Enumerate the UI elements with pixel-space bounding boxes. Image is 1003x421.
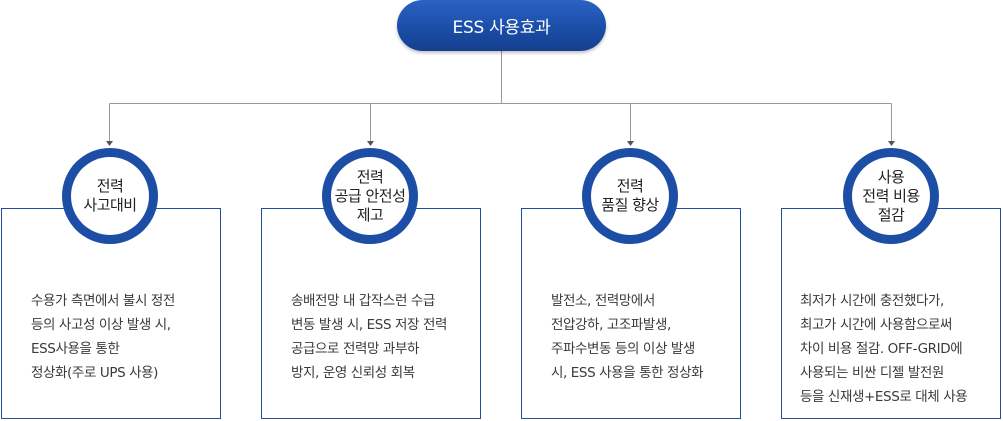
description-line: 변동 발생 시, ESS 저장 전력 <box>291 317 447 333</box>
arrow-head-1 <box>106 141 113 146</box>
heading-line: 공급 안전성 <box>334 186 406 205</box>
effect-heading-3: 전력 품질 향상 <box>591 157 669 235</box>
effect-card-4: 최저가 시간에 충전했다가, 최고가 시간에 사용함으로써 차이 비용 절감. … <box>781 208 1001 419</box>
heading-line: 전력 <box>356 167 384 186</box>
arrow-head-3 <box>627 141 634 146</box>
heading-line: 품질 향상 <box>601 196 659 214</box>
effect-description-1: 수용가 측면에서 불시 정전 등의 사고성 이상 발생 시, ESS사용을 통한… <box>2 289 220 385</box>
description-line: 전압강하, 고조파발생, <box>551 317 671 333</box>
heading-line: 전력 <box>616 177 644 195</box>
heading-line: 사용 <box>877 167 905 186</box>
description-line: 차이 비용 절감. OFF-GRID에 <box>800 341 963 357</box>
description-line: 주파수변동 등의 이상 발생 <box>551 341 695 357</box>
description-line: 공급으로 전력망 과부하 <box>291 341 419 357</box>
effect-description-3: 발전소, 전력망에서 전압강하, 고조파발생, 주파수변동 등의 이상 발생 시… <box>522 289 740 385</box>
heading-line: 사고대비 <box>83 196 137 214</box>
heading-line: 전력 비용 <box>862 186 920 205</box>
effect-heading-2: 전력 공급 안전성 제고 <box>331 157 409 235</box>
description-line: 정상화(주로 UPS 사용) <box>31 365 159 381</box>
effect-description-4: 최저가 시간에 충전했다가, 최고가 시간에 사용함으로써 차이 비용 절감. … <box>782 289 1000 409</box>
description-line: 수용가 측면에서 불시 정전 <box>31 293 175 309</box>
effect-description-2: 송배전망 내 갑작스런 수급 변동 발생 시, ESS 저장 전력 공급으로 전… <box>262 289 480 385</box>
effect-circle-3: 전력 품질 향상 <box>582 148 678 244</box>
heading-line: 전력 <box>96 177 124 195</box>
diagram-title: ESS 사용효과 <box>397 0 606 51</box>
description-line: 시, ESS 사용을 통한 정상화 <box>551 365 704 381</box>
arrow-head-2 <box>367 141 374 146</box>
description-line: 등을 신재생+ESS로 대체 사용 <box>800 389 968 405</box>
heading-line: 절감 <box>877 205 905 224</box>
description-line: 사용되는 비싼 디젤 발전원 <box>800 365 944 381</box>
arrow-head-4 <box>888 141 895 146</box>
effect-heading-1: 전력 사고대비 <box>71 157 149 235</box>
description-line: 최저가 시간에 충전했다가, <box>800 293 944 309</box>
effect-circle-2: 전력 공급 안전성 제고 <box>322 148 418 244</box>
description-line: 발전소, 전력망에서 <box>551 293 655 309</box>
description-line: 송배전망 내 갑작스런 수급 <box>291 293 435 309</box>
effect-card-2: 송배전망 내 갑작스런 수급 변동 발생 시, ESS 저장 전력 공급으로 전… <box>261 208 481 419</box>
description-line: ESS사용을 통한 <box>31 341 120 357</box>
description-line: 방지, 운영 신뢰성 회복 <box>291 365 415 381</box>
description-line: 최고가 시간에 사용함으로써 <box>800 317 953 333</box>
effect-circle-1: 전력 사고대비 <box>62 148 158 244</box>
description-line: 등의 사고성 이상 발생 시, <box>31 317 171 333</box>
effect-heading-4: 사용 전력 비용 절감 <box>852 157 930 235</box>
heading-line: 제고 <box>356 205 384 224</box>
effect-circle-4: 사용 전력 비용 절감 <box>843 148 939 244</box>
